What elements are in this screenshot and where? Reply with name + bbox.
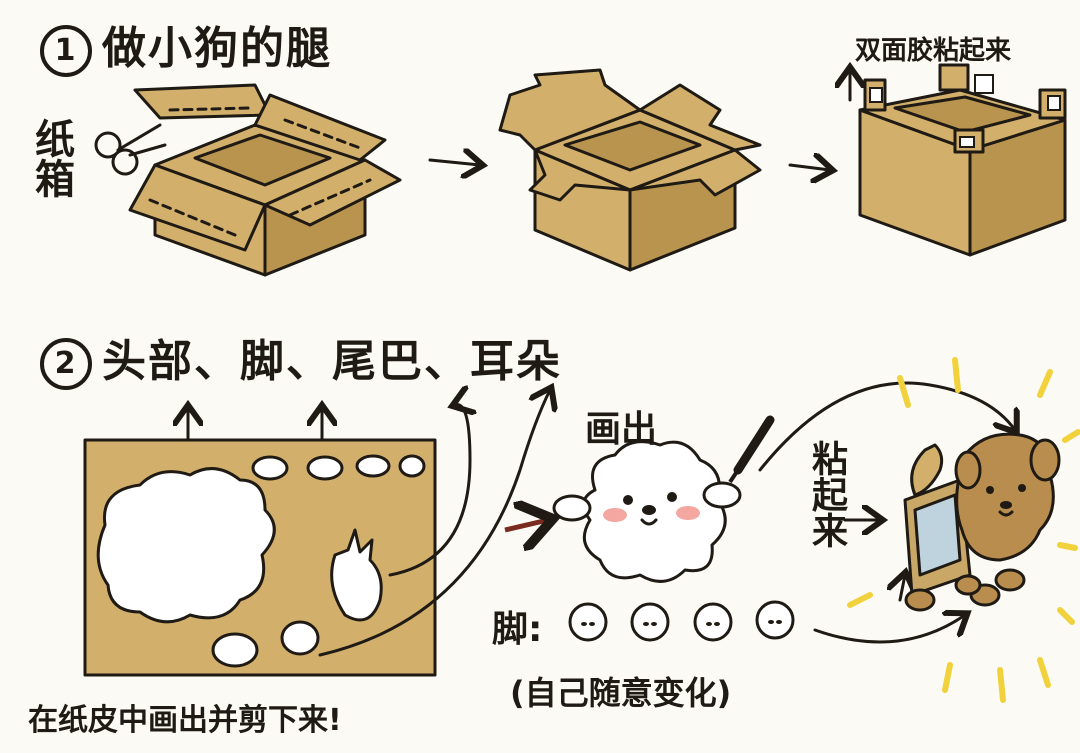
box-taped: [850, 65, 1067, 257]
assembled-cardboard-dog: [903, 432, 1061, 612]
arrow-glue-up: [900, 575, 905, 602]
label-tape: 双面胶粘起来: [855, 36, 1012, 66]
arrow-feet-to-dog: [813, 615, 965, 644]
dog-head-drawing: [552, 440, 742, 583]
box-open-flaps: [128, 83, 402, 277]
box-flaps-tabbed: [498, 68, 762, 272]
cardboard-sheet: [83, 438, 437, 677]
label-cardboard-box: 纸箱: [28, 118, 74, 198]
step2-title-text: 头部、脚、尾巴、耳朵: [102, 336, 562, 387]
arrow-up-tail: [388, 405, 470, 577]
arrow-step1-a: [428, 160, 480, 165]
label-draw: 画出: [585, 409, 658, 450]
arrow-step1-b: [788, 165, 830, 170]
arrow-drawing-to-dog: [758, 381, 1015, 472]
foot-cutout-3: [355, 454, 391, 478]
head-cutout: [96, 467, 276, 624]
step1-number: 1: [40, 25, 92, 77]
foot-cutout-1: [251, 455, 289, 481]
ear-cutout-1: [211, 632, 259, 668]
step2-number: 2: [40, 338, 92, 390]
ear-cutout-2: [280, 620, 320, 656]
feet-circles: [568, 600, 795, 642]
label-cut: 在纸皮中画出并剪下来!: [28, 703, 342, 738]
label-feet: 脚:: [492, 609, 543, 650]
label-glue: 粘起来: [806, 440, 847, 548]
foot-cutout-4: [398, 454, 426, 478]
arrow-up-ears: [318, 390, 550, 657]
burst-lines: [847, 357, 1080, 703]
pen-icon: [728, 415, 775, 484]
label-vary: (自己随意变化): [510, 674, 732, 712]
arrow-to-drawing: [504, 520, 548, 530]
scissors-icon: [94, 123, 167, 176]
foot-cutout-2: [306, 455, 344, 481]
step1-title-text: 做小狗的腿: [102, 23, 332, 74]
tail-cutout: [330, 528, 383, 622]
